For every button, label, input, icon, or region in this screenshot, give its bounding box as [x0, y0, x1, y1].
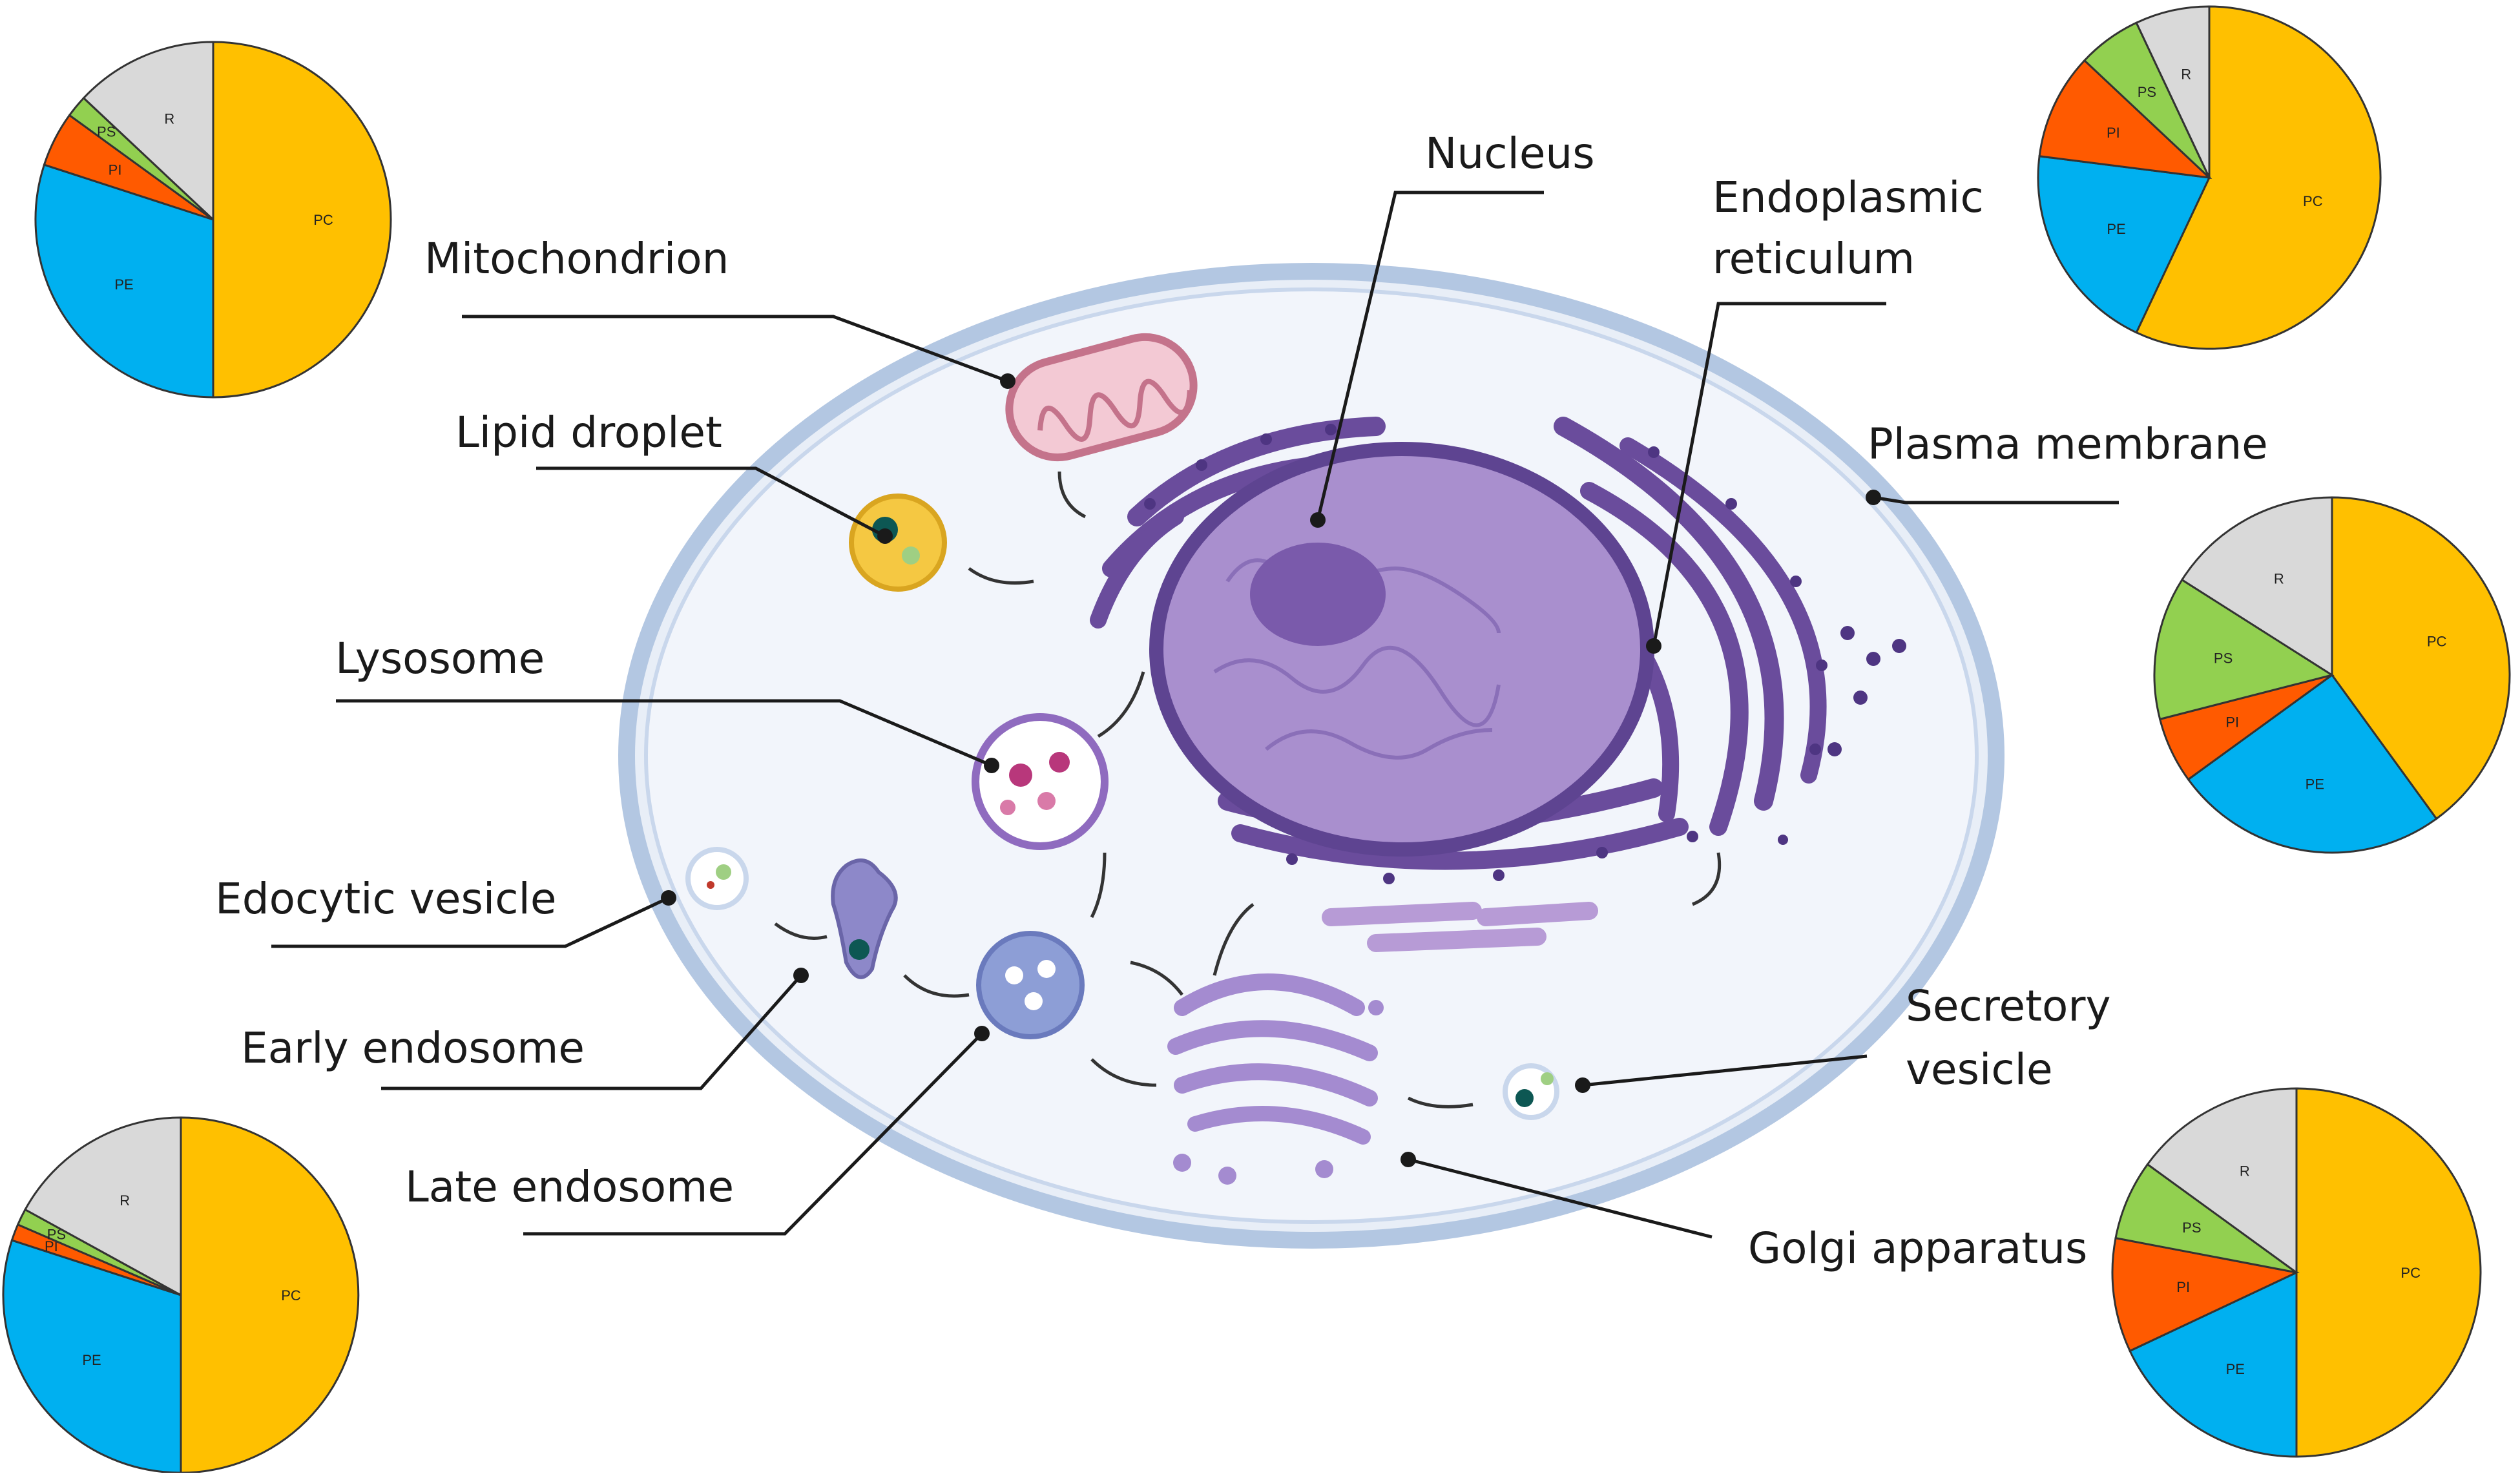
pie-label-r: R — [2274, 571, 2284, 587]
secretory-vesicle — [1503, 1063, 1559, 1120]
late-endosome — [976, 931, 1085, 1039]
pie-label-pi: PI — [2176, 1279, 2190, 1295]
pie-label-pi: PI — [109, 162, 122, 178]
label-late-endosome: Late endosome — [405, 1162, 734, 1212]
pie-label-pe: PE — [82, 1352, 101, 1368]
lysosome — [972, 713, 1109, 850]
pie-label-pc: PC — [2427, 633, 2447, 649]
pie-slice-r — [2146, 1087, 2298, 1274]
label-early-endosome: Early endosome — [241, 1023, 585, 1073]
pie-slice-pe — [2187, 673, 2438, 854]
pie-label-ps: PS — [2138, 84, 2156, 100]
label-mitochondrion: Mitochondrion — [424, 234, 729, 284]
label-nucleus: Nucleus — [1425, 129, 1595, 178]
label-plasma-membrane: Plasma membrane — [1868, 419, 2268, 469]
pie-label-pe: PE — [2306, 776, 2324, 792]
pie-slice-pi — [2111, 1236, 2300, 1353]
nucleolus — [1250, 543, 1386, 646]
label-endocytic-vesicle: Edocytic vesicle — [215, 874, 557, 924]
pie-chart-bottom-right: PC PE PI PS R — [2111, 1087, 2482, 1458]
pie-slice-pe — [2, 1239, 182, 1474]
label-golgi-apparatus: Golgi apparatus — [1748, 1223, 2088, 1273]
pie-label-pi: PI — [2225, 714, 2239, 731]
pie-label-ps: PS — [2214, 650, 2233, 666]
label-endoplasmic-reticulum-line1: Endoplasmic — [1713, 172, 1984, 222]
pie-slice-pc — [2331, 496, 2511, 820]
pie-slice-r — [2180, 496, 2333, 677]
smooth-er — [1322, 902, 1598, 952]
pie-slice-pe — [2037, 155, 2211, 334]
ribosomes — [1144, 424, 1906, 884]
pie-label-pc: PC — [2303, 193, 2323, 209]
label-secretory-vesicle-line2: vesicle — [1906, 1045, 2053, 1094]
transport-arrows — [774, 471, 1722, 1108]
pie-label-pc: PC — [313, 212, 333, 228]
pie-label-pi: PI — [2107, 125, 2120, 141]
nucleus — [1149, 442, 1654, 857]
lipid-droplet — [849, 494, 947, 592]
pie-slice-pc — [2135, 5, 2382, 350]
golgi-apparatus — [1167, 973, 1384, 1185]
pie-label-r: R — [164, 111, 174, 127]
pie-label-r: R — [2240, 1163, 2250, 1180]
label-endoplasmic-reticulum-line2: reticulum — [1713, 234, 1915, 284]
pie-slice-pc — [212, 41, 392, 399]
pie-slice-pe — [34, 163, 214, 399]
pie-slice-ps — [2153, 578, 2335, 721]
label-lysosome: Lysosome — [335, 634, 545, 683]
pie-label-pe: PE — [2107, 221, 2125, 237]
pie-chart-middle-right: PC PE PI PS R — [2153, 496, 2511, 854]
pie-label-r: R — [2181, 67, 2191, 83]
pie-slice-ps — [2114, 1163, 2297, 1274]
mitochondrion — [1005, 333, 1198, 462]
pie-slice-r — [23, 1116, 182, 1297]
early-endosome — [831, 858, 898, 979]
pie-label-pe: PE — [2226, 1361, 2245, 1377]
pie-charts: PCPEPIPSRPCPEPIPSRPCPEPIPSRPCPEPIPSRPCPE… — [2, 5, 2511, 1474]
endocytic-vesicle — [685, 847, 749, 910]
pie-label-r: R — [120, 1192, 130, 1209]
pie-label-pc: PC — [2400, 1265, 2421, 1281]
pie-label-pc: PC — [281, 1287, 301, 1304]
pie-slice-pe — [2129, 1271, 2298, 1458]
label-lipid-droplet: Lipid droplet — [455, 408, 722, 457]
pie-slice-r — [82, 41, 214, 222]
pie-chart-top-right: PC PE PI PS R — [2037, 5, 2382, 350]
pie-slice-pc — [180, 1116, 360, 1474]
leader-lines — [271, 191, 2119, 1239]
pie-slice-pi — [2038, 59, 2213, 180]
pie-label-pi: PI — [45, 1238, 58, 1254]
pie-label-ps: PS — [2182, 1220, 2201, 1236]
pie-slice-pc — [2295, 1087, 2482, 1458]
pie-label-pe: PE — [114, 276, 133, 293]
pie-slice-r — [2135, 5, 2211, 178]
label-secretory-vesicle-line1: Secretory — [1906, 981, 2111, 1031]
leader-endpoints — [661, 373, 1881, 1167]
